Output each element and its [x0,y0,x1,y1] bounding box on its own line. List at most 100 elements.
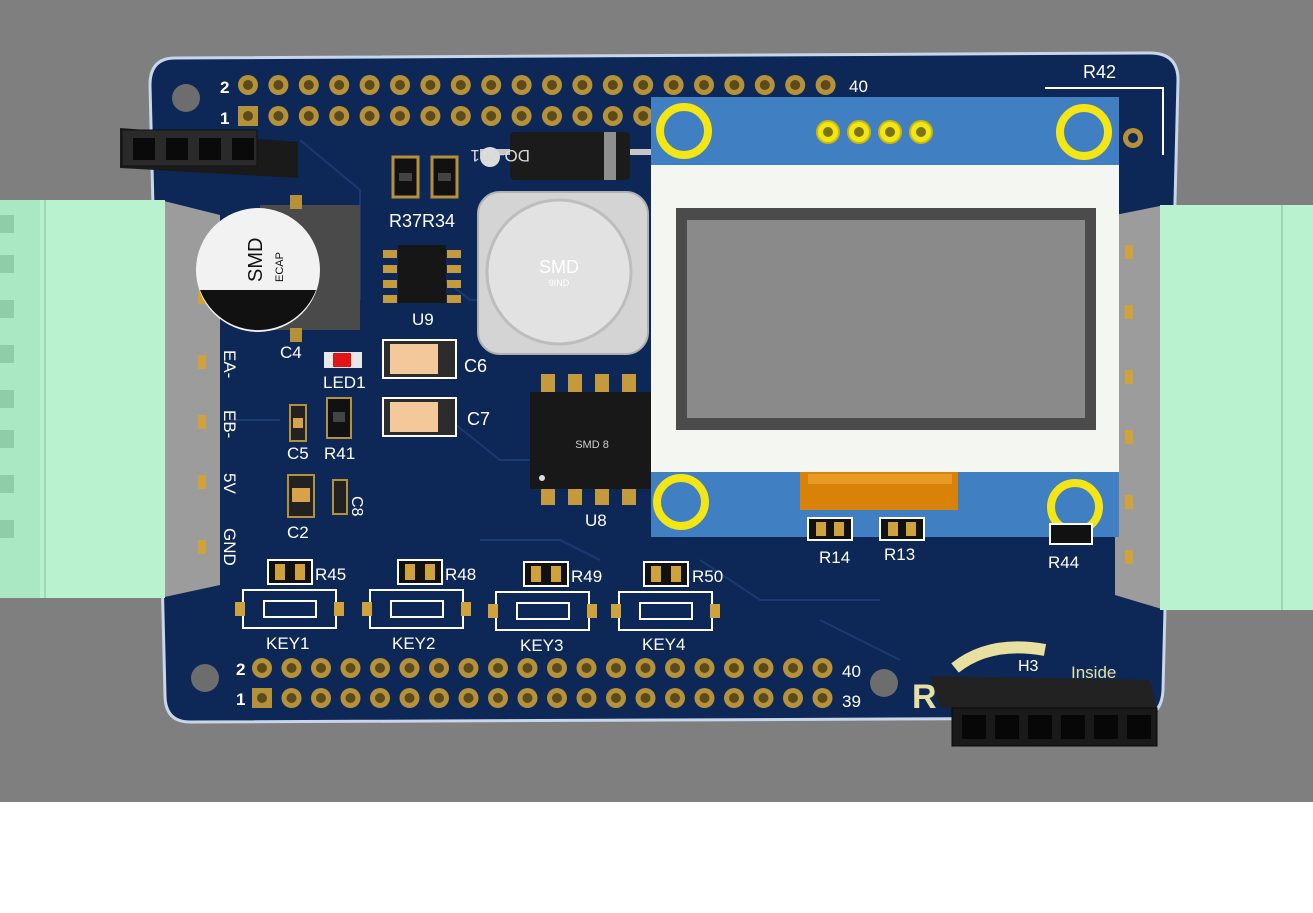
header-pad-hole [759,80,770,90]
designator-r37r34: R37R34 [389,211,455,231]
header-pad-hole [522,693,533,703]
led1 [324,352,362,368]
header-pad-hole [395,80,405,90]
header-pad-hole [552,663,562,673]
header-pad-hole [788,693,798,703]
header-pad-hole [486,80,497,90]
mounting-holes [172,84,1143,697]
header-pad-hole [581,663,592,673]
ic-u9 [383,245,461,303]
header-pin-label: 2 [220,78,229,97]
resistor-r45 [267,559,313,585]
header-pad-hole [286,663,297,673]
header-pad-hole [455,80,466,90]
header-pad-hole [316,663,326,673]
header-pad-hole [434,693,444,703]
header-pad-hole [817,663,828,673]
header-pad-hole [375,663,385,673]
header-pin-label: 1 [220,109,229,128]
pcb-3d-render: 2 1 40 2 1 40 39 [0,51,1313,747]
designator-c4: C4 [280,343,302,362]
designator-r13: R13 [884,545,915,564]
button-key3 [488,591,597,631]
header-pad-hole [493,693,503,703]
header-pad-hole [640,693,651,703]
header-pad-hole [316,693,326,703]
female-header-6pin [930,676,1158,747]
header-pad-hole [463,663,474,673]
inductor: SMD 9IND [477,191,649,355]
header-pad-hole [345,663,356,673]
header-pad-hole [758,693,769,703]
header-pad-hole [817,693,828,703]
svg-text:R: R [912,678,937,716]
header-pad-hole [303,80,314,90]
header-pad-hole [425,80,436,90]
designator-r42: R42 [1083,62,1116,82]
terminal-label-eb: EB- [220,410,239,438]
header-pin-label: 40 [849,77,868,96]
header-pad-hole [638,111,649,121]
header-pad-hole [758,663,769,673]
header-pad-hole [640,663,651,673]
header-pad-hole [273,111,284,121]
capacitor-c5 [289,404,307,442]
capacitor-c2 [287,474,315,518]
header-pad-hole [364,80,375,90]
terminal-label-5v: 5V [220,473,239,494]
capacitor-c8 [332,479,348,515]
header-pad-hole [404,693,415,703]
designator-c7: C7 [467,409,490,429]
header-pad-hole [790,80,801,90]
header-pad-hole [607,111,618,121]
header-pad-hole [486,111,497,121]
designator-key1: KEY1 [266,634,309,653]
header-pad-hole [463,693,474,703]
terminal-block-right [1115,205,1313,610]
header-pad-hole [820,80,831,90]
capacitor-c7 [382,397,457,437]
header-pad-hole [455,111,466,121]
button-key4 [611,591,720,631]
header-pad-hole [257,663,267,673]
terminal-label-gnd: GND [220,528,239,566]
header-pin-label: 40 [842,662,861,681]
electrolytic-capacitor: SMD ECAP [196,195,360,342]
designator-key2: KEY2 [392,634,435,653]
header-pad-hole [547,80,557,90]
3d-viewport: 2 1 40 2 1 40 39 [0,0,1313,802]
header-pad-hole [638,80,649,90]
resistor-r49 [523,561,569,587]
terminal-labels: EA- EB- 5V GND [220,350,239,566]
terminal-block-left [0,200,220,598]
designator-r50: R50 [692,567,723,586]
button-key1 [235,589,344,629]
header-pad-hole [670,693,680,703]
designator-led1: LED1 [323,373,366,392]
header-pad-hole [303,111,314,121]
header-pad-hole [404,663,415,673]
header-pad-hole [729,80,740,90]
header-pad-hole [581,693,592,703]
header-pad-hole [434,663,444,673]
designator-c2: C2 [287,523,309,542]
ic-u8-label: SMD 8 [575,439,609,451]
resistor-r44 [1049,523,1093,545]
header-pad-hole [425,111,436,121]
header-pad-hole [257,693,267,703]
resistor-r41 [326,397,352,439]
header-pad-hole [577,80,588,90]
header-pad-hole [395,111,405,121]
header-pad-hole [493,663,503,673]
header-pad-hole [364,111,375,121]
header-pad-hole [273,80,284,90]
inductor-sublabel: 9IND [549,278,570,288]
designator-c5: C5 [287,444,309,463]
ecap-label: SMD [245,238,267,282]
header-pin-label: 1 [236,690,245,709]
header-pin-label: 39 [842,692,861,711]
inductor-label: SMD [539,257,579,277]
designator-key3: KEY3 [520,636,563,655]
designator-r14: R14 [819,548,850,567]
resistor-r14 [807,517,853,541]
